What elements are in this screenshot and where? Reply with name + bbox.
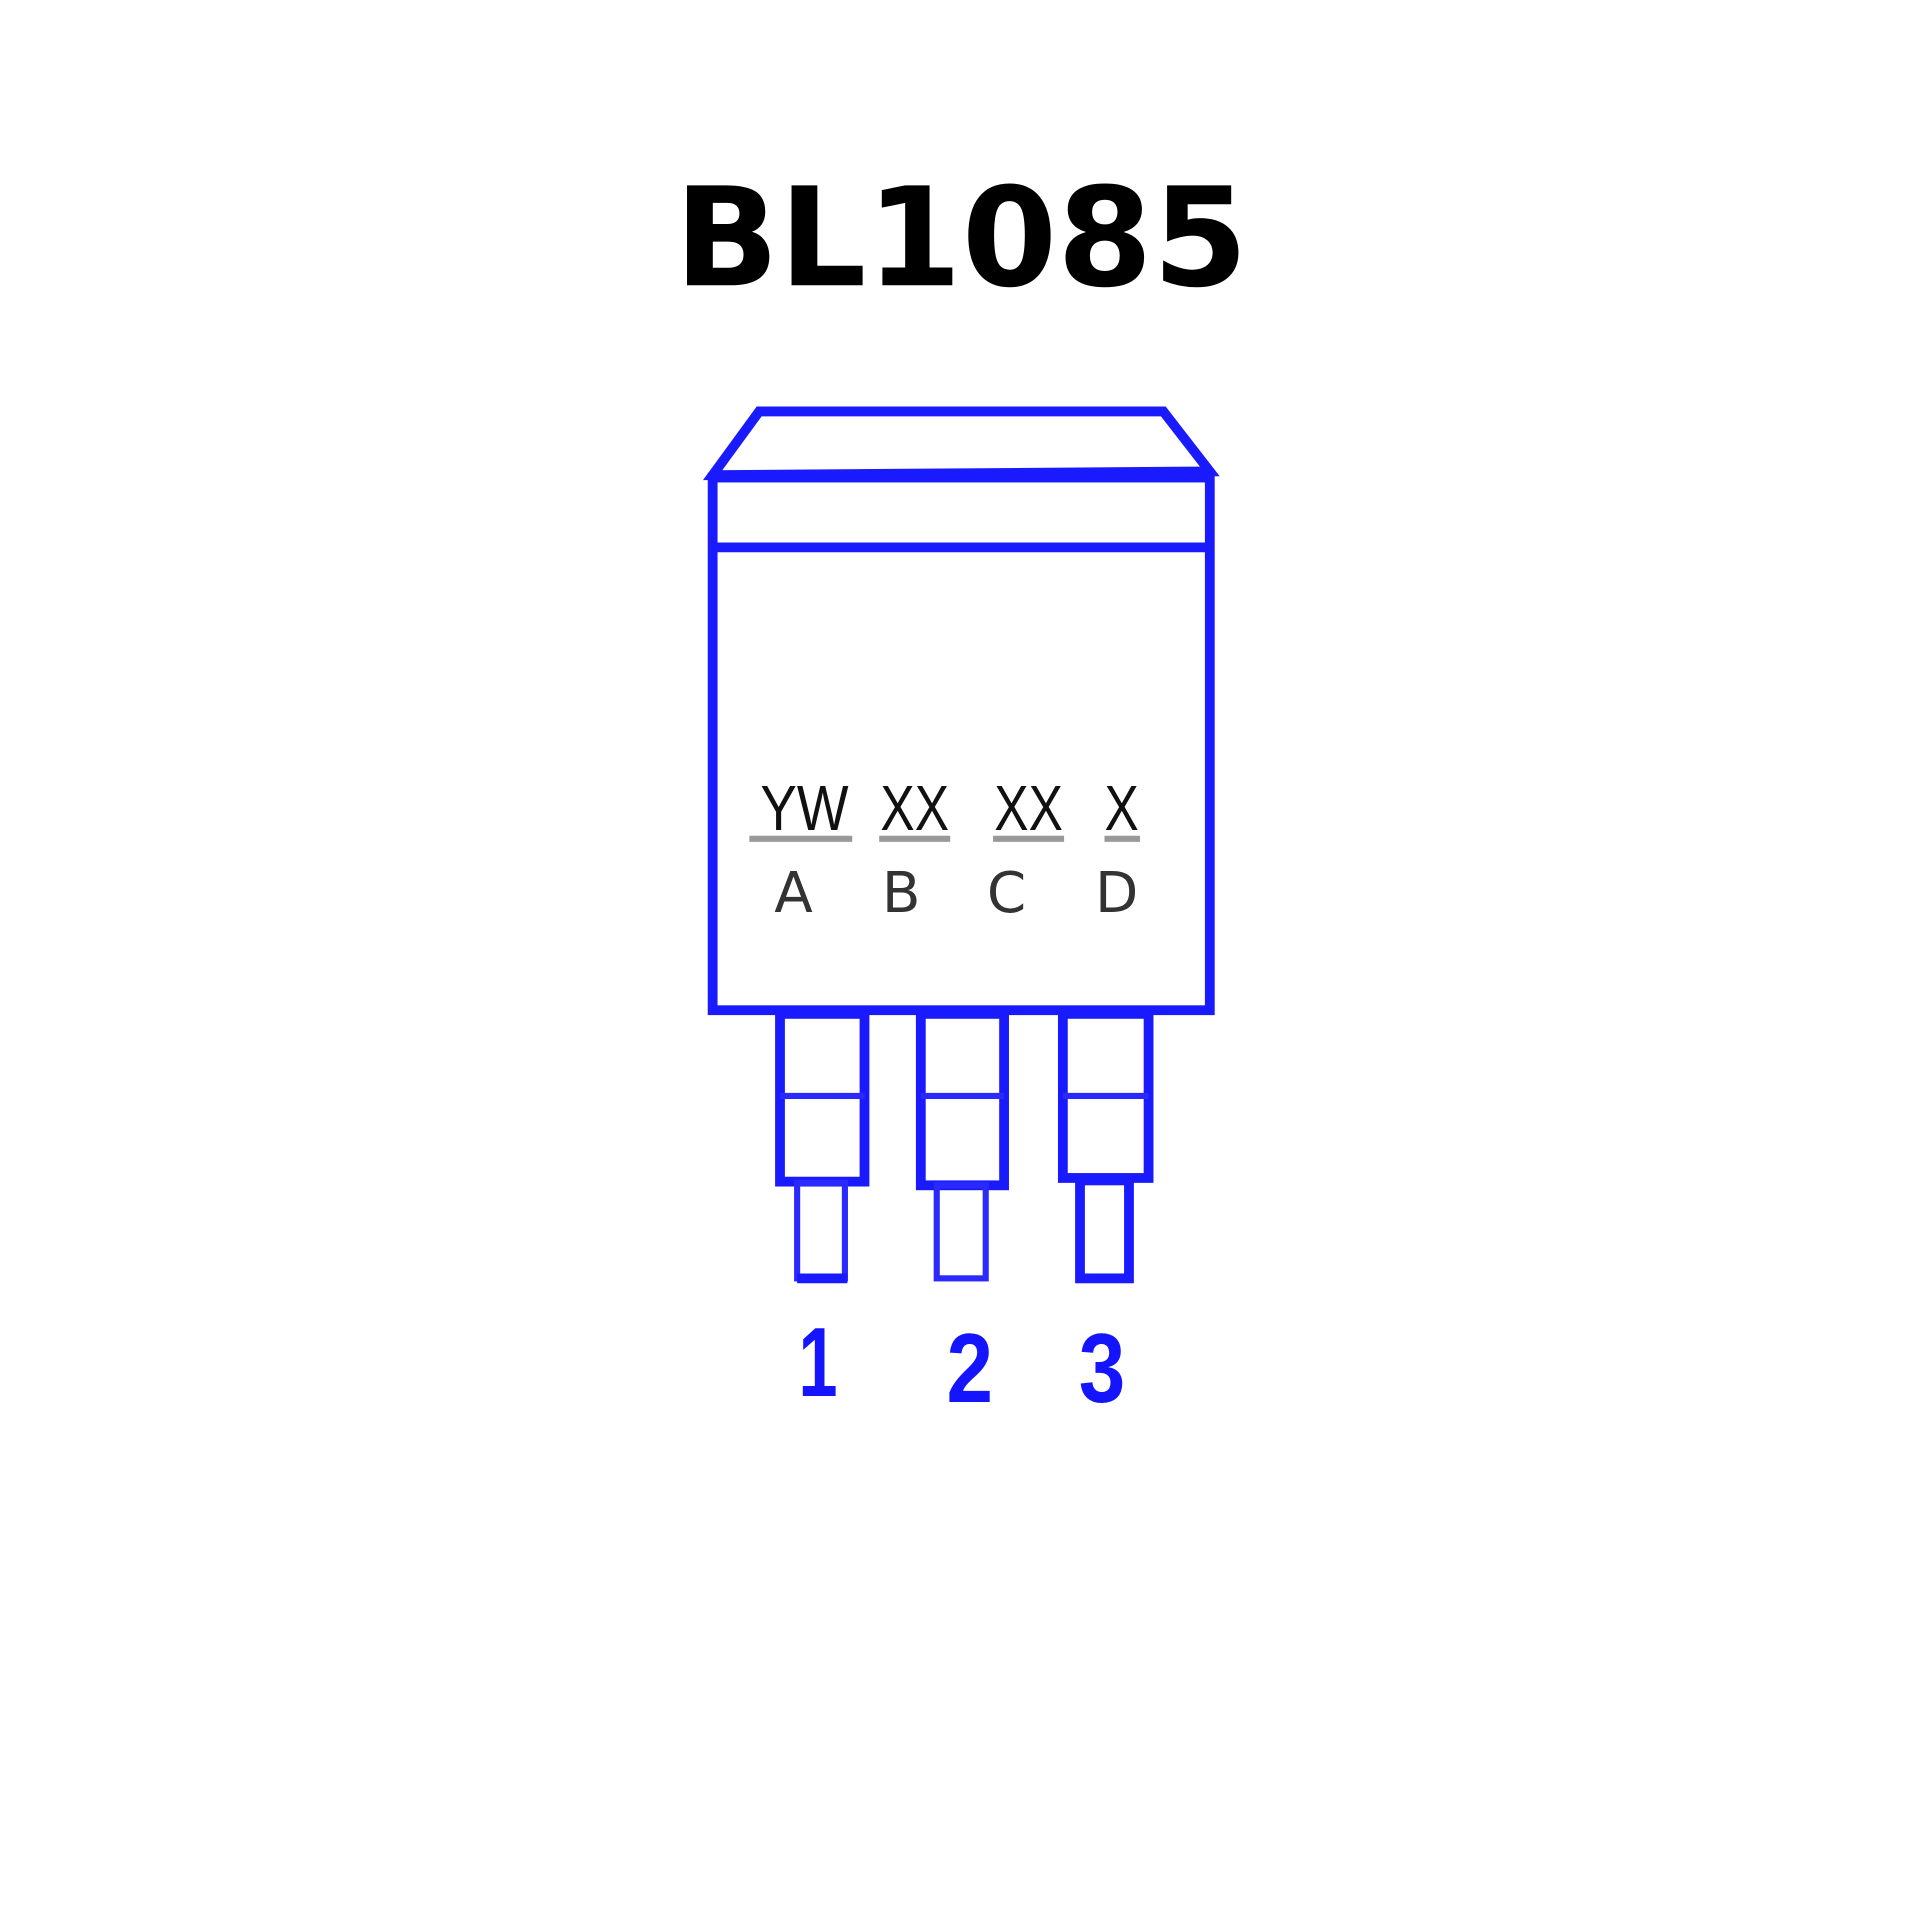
lead-2 [915, 1008, 1009, 1282]
pin-number-3: 3 [1079, 1313, 1126, 1423]
lead-3 [1057, 1008, 1154, 1284]
package-tab [702, 406, 1220, 481]
marking-code-c: XX [994, 773, 1063, 844]
pin-number-2: 2 [947, 1313, 994, 1423]
marking-label-a: A [774, 861, 813, 926]
marking-code-b: XX [880, 773, 949, 844]
marking-label-d: D [1095, 861, 1138, 926]
lead-1 [775, 1008, 870, 1284]
marking-label-b: B [882, 861, 921, 926]
marking-label-c: C [987, 861, 1026, 926]
marking-codes: YW XX XX X A B C D [749, 773, 1140, 926]
marking-code-d: X [1104, 773, 1138, 844]
diagram-title: BL1085 [674, 159, 1248, 318]
package-main-body [707, 472, 1215, 1016]
marking-code-a: YW [760, 773, 848, 844]
pin-number-1: 1 [798, 1307, 837, 1417]
